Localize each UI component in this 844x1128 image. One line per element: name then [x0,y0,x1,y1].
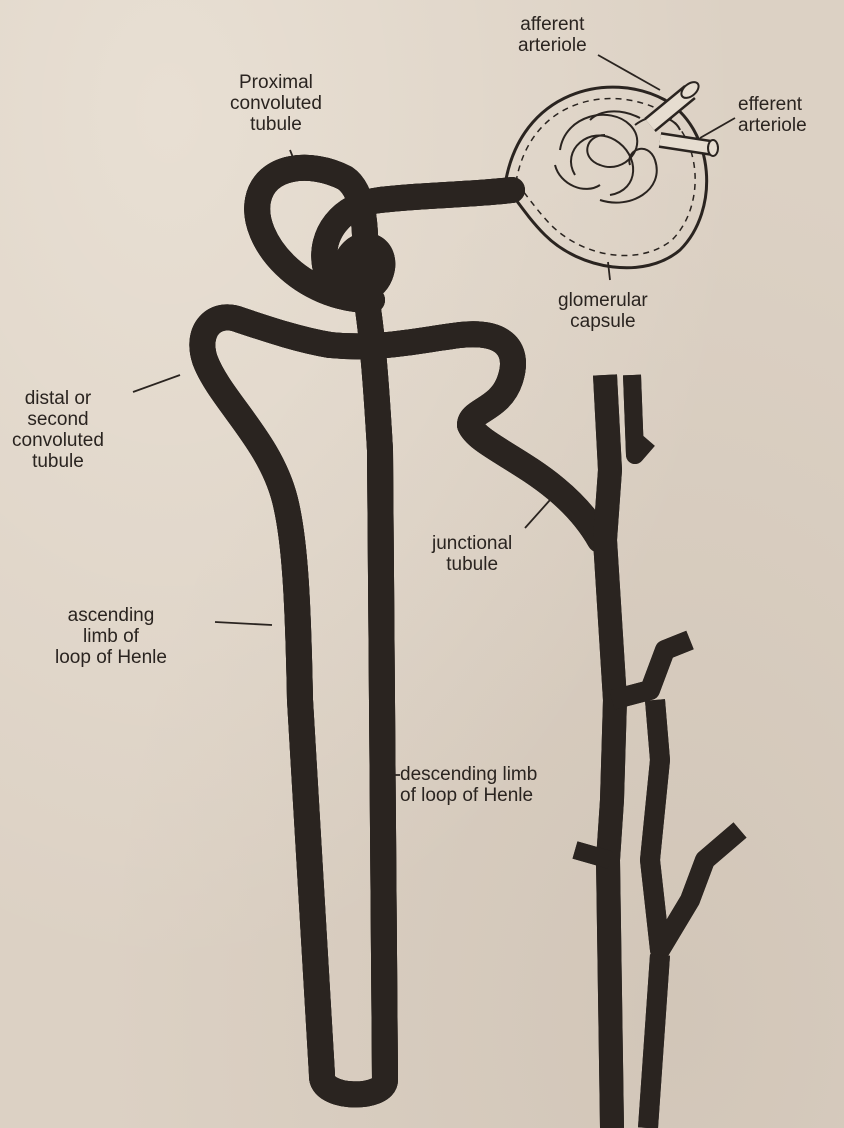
label-distal-convoluted-tubule: distal or second convoluted tubule [12,388,104,472]
label-line: tubule [432,554,512,575]
label-ascending-limb: ascending limb of loop of Henle [55,605,167,668]
label-line: loop of Henle [55,647,167,668]
label-line: afferent [518,14,587,35]
label-line: tubule [12,451,104,472]
label-efferent-arteriole: efferent arteriole [738,94,807,136]
label-line: Proximal [230,72,322,93]
label-line: arteriole [738,115,807,136]
label-line: arteriole [518,35,587,56]
label-glomerular-capsule: glomerular capsule [558,290,648,332]
label-descending-limb: descending limb of loop of Henle [400,764,537,806]
label-line: descending limb [400,764,537,785]
label-line: distal or [12,388,104,409]
collecting-duct [575,375,740,1128]
label-line: convoluted [230,93,322,114]
label-line: capsule [558,311,648,332]
label-line: tubule [230,114,322,135]
label-line: efferent [738,94,807,115]
label-line: ascending [55,605,167,626]
nephron-tubule [202,168,600,1095]
label-line: limb of [55,626,167,647]
label-line: junctional [432,533,512,554]
label-line: glomerular [558,290,648,311]
label-proximal-convoluted-tubule: Proximal convoluted tubule [230,72,322,135]
label-afferent-arteriole: afferent arteriole [518,14,587,56]
label-line: of loop of Henle [400,785,537,806]
label-junctional-tubule: junctional tubule [432,533,512,575]
label-line: second [12,409,104,430]
label-line: convoluted [12,430,104,451]
